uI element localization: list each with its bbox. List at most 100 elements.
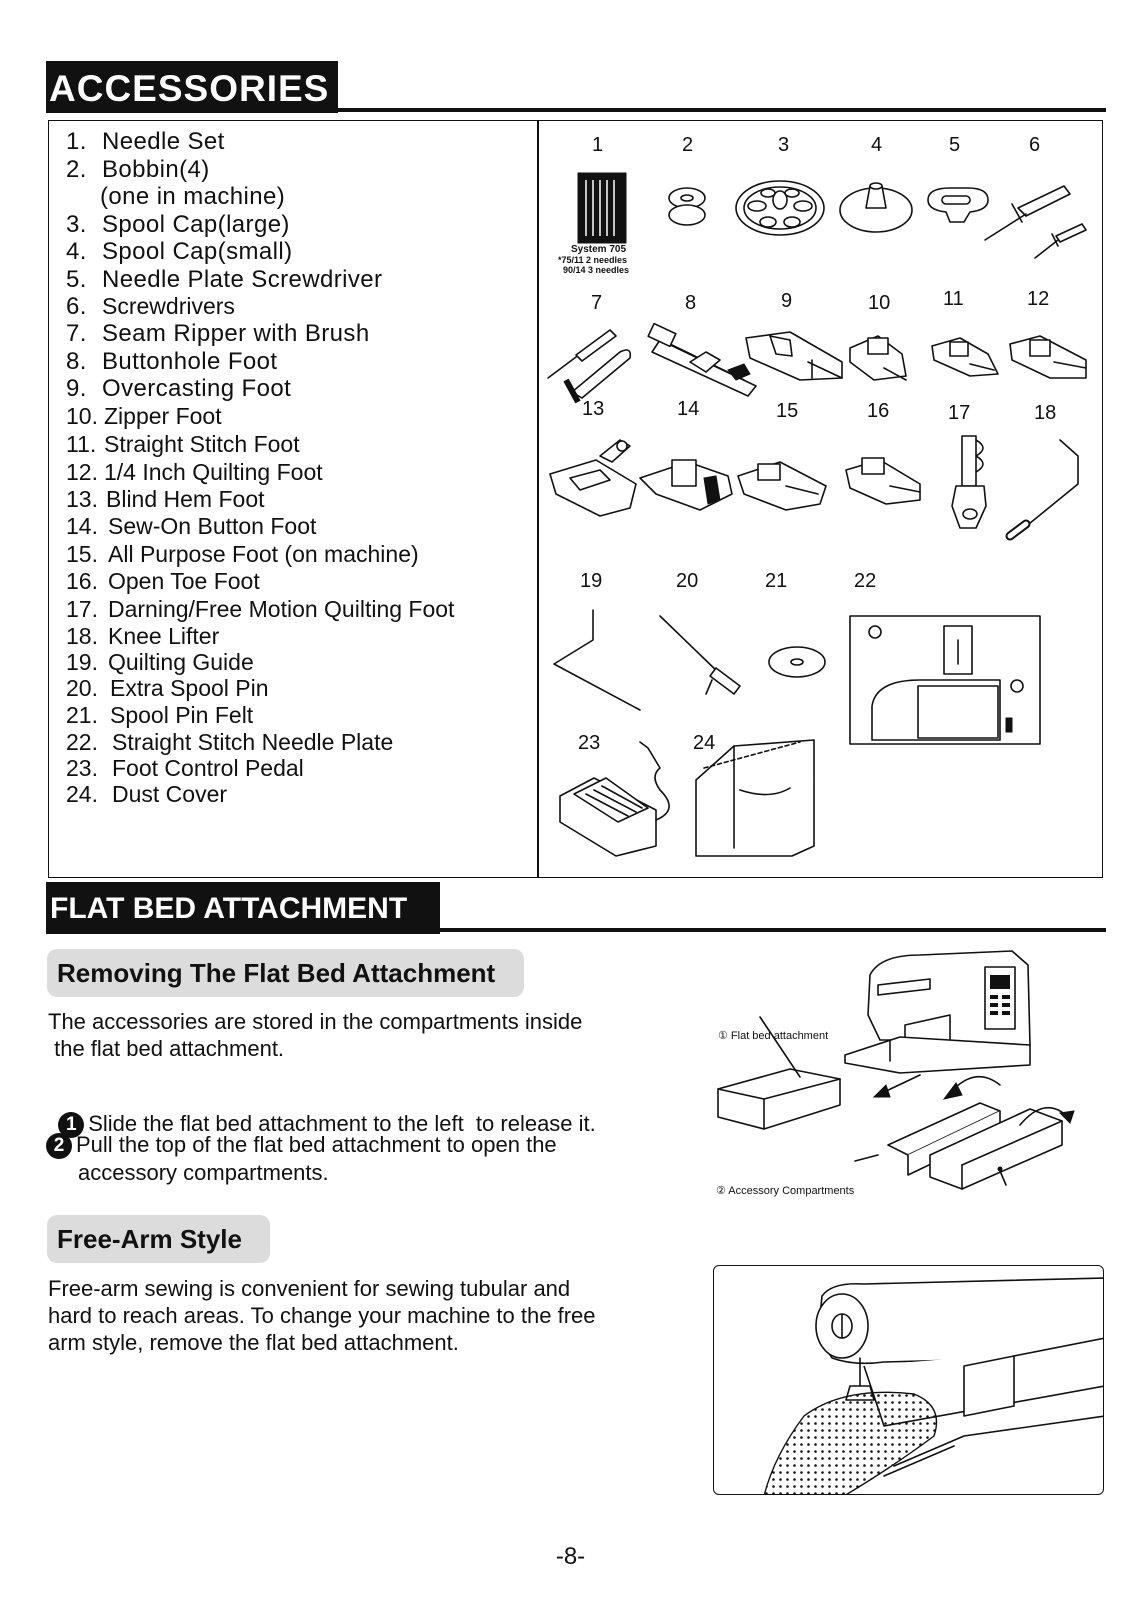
needle-size-label-2: 90/14 3 needles [563, 265, 630, 275]
open-toe-foot-icon [845, 457, 921, 505]
picture-number: 1 [592, 134, 604, 156]
screwdrivers-icon [984, 185, 1087, 259]
knee-lifter-icon [1005, 439, 1079, 541]
item-number: 15. [66, 541, 98, 567]
picture-number: 17 [948, 402, 971, 424]
spool-cap-large-icon [735, 180, 825, 236]
picture-number: 6 [1029, 134, 1041, 156]
picture-number: 2 [682, 134, 694, 156]
bobbin-icon [668, 187, 706, 226]
list-item: 11. Straight Stitch Foot [66, 431, 300, 458]
list-item: 14.Sew-On Button Foot [66, 513, 316, 540]
step-2-text-line-1: Pull the top of the flat bed attachment … [76, 1132, 557, 1157]
item-label: 1/4 Inch Quilting Foot [104, 459, 323, 485]
list-item: 13. Blind Hem Foot [66, 486, 265, 513]
list-item: 9.Overcasting Foot [66, 375, 291, 403]
step-2-badge: 2 [46, 1133, 72, 1160]
item-number: 5. [66, 266, 87, 293]
item-number: 13. [66, 486, 98, 512]
blind-hem-foot-icon [549, 439, 637, 517]
extra-spool-pin-icon [659, 615, 741, 695]
item-number: 10. [66, 403, 98, 429]
item-label: Spool Pin Felt [110, 702, 254, 728]
picture-number: 11 [943, 288, 964, 310]
picture-number: 23 [578, 732, 601, 754]
list-item: 5. Needle Plate Screwdriver [66, 266, 382, 294]
item-number: 1. [66, 128, 87, 155]
sewing-machine-icon [844, 950, 1031, 1074]
list-item: 22.Straight Stitch Needle Plate [66, 729, 393, 756]
item-number: 17. [66, 596, 98, 622]
list-item: 1.Needle Set [66, 128, 224, 156]
list-item: 7.Seam Ripper with Brush [66, 320, 369, 348]
accessory-illustrations [547, 172, 1087, 857]
arrow-left-icon [872, 1074, 921, 1098]
list-item: 18.Knee Lifter [66, 623, 219, 650]
picture-number: 16 [867, 400, 890, 422]
list-item: 17. Darning/Free Motion Quilting Foot [66, 596, 454, 623]
item-number: 12. [66, 459, 98, 485]
item-number: 3. [66, 211, 87, 238]
freearm-line-2: hard to reach areas. To change your mach… [48, 1303, 596, 1328]
item-number: 14. [66, 513, 98, 539]
item-number: 4. [66, 238, 87, 265]
item-label: Zipper Foot [104, 403, 222, 429]
picture-number: 22 [854, 570, 877, 592]
freearm-text: Free-arm sewing is convenient for sewing… [48, 1275, 596, 1356]
step-2-text-line-2: accessory compartments. [78, 1160, 329, 1186]
item-number: 11. [66, 431, 97, 457]
item-label: Darning/Free Motion Quilting Foot [108, 596, 455, 622]
item-number: 20. [66, 675, 98, 701]
item-label: Straight Stitch Foot [104, 431, 300, 457]
open-compartments-icon [887, 1102, 1063, 1190]
item-label: Dust Cover [112, 781, 228, 807]
picture-number: 14 [677, 398, 700, 420]
item-label: Needle Plate Screwdriver [102, 266, 383, 293]
foot-control-pedal-icon [559, 741, 670, 857]
flatbed-title: FLAT BED ATTACHMENT [46, 882, 440, 934]
list-item: 15.All Purpose Foot (on machine) [66, 541, 419, 568]
list-item: 21. Spool Pin Felt [66, 702, 253, 729]
list-item: 2.Bobbin(4) [66, 156, 209, 184]
freearm-line-1: Free-arm sewing is convenient for sewing… [48, 1276, 571, 1301]
straight-stitch-foot-icon [931, 337, 999, 377]
item-number: 6. [66, 293, 87, 320]
picture-number: 13 [582, 398, 605, 420]
picture-number: 24 [693, 732, 716, 754]
overcasting-foot-icon [745, 331, 843, 381]
item-label: (one in machine) [100, 183, 286, 210]
list-item: 19.Quilting Guide [66, 649, 254, 676]
picture-number: 9 [781, 290, 793, 312]
freearm-line-3: arm style, remove the flat bed attachmen… [48, 1330, 459, 1355]
picture-number: 7 [591, 292, 603, 314]
freearm-heading: Free-Arm Style [47, 1215, 270, 1263]
removing-heading: Removing The Flat Bed Attachment [47, 949, 524, 997]
open-lid-arrow-icon [1019, 1107, 1075, 1126]
picture-number: 12 [1027, 288, 1050, 310]
item-number: 19. [66, 649, 98, 675]
accessories-title: ACCESSORIES [46, 61, 338, 113]
step-1-badge: 1 [58, 1112, 85, 1139]
list-item: 6.Screwdrivers [66, 293, 235, 321]
list-item: 10.Zipper Foot [66, 403, 222, 430]
item-label: Overcasting Foot [102, 375, 292, 402]
page-number: -8- [555, 1543, 586, 1570]
item-label: Spool Cap(large) [102, 211, 290, 238]
open-lid-arrow-icon [942, 1075, 1001, 1100]
item-label: Foot Control Pedal [112, 755, 304, 781]
needle-system-label: System 705 [571, 244, 627, 255]
accessories-box [48, 120, 1103, 878]
item-label: Bobbin(4) [102, 156, 210, 183]
picture-number: 18 [1034, 402, 1057, 424]
item-label: Blind Hem Foot [106, 486, 265, 512]
item-number: 24. [66, 781, 98, 807]
list-item: 16.Open Toe Foot [66, 568, 260, 595]
sew-on-button-foot-icon [639, 459, 733, 511]
flatbed-title-rule [440, 928, 1106, 932]
needle-plate-screwdriver-icon [927, 187, 989, 223]
picture-number: 3 [778, 134, 790, 156]
list-item: 12.1/4 Inch Quilting Foot [66, 459, 323, 486]
seam-ripper-icon [547, 329, 632, 404]
item-number: 22. [66, 729, 98, 755]
item-number: 21. [66, 702, 98, 728]
